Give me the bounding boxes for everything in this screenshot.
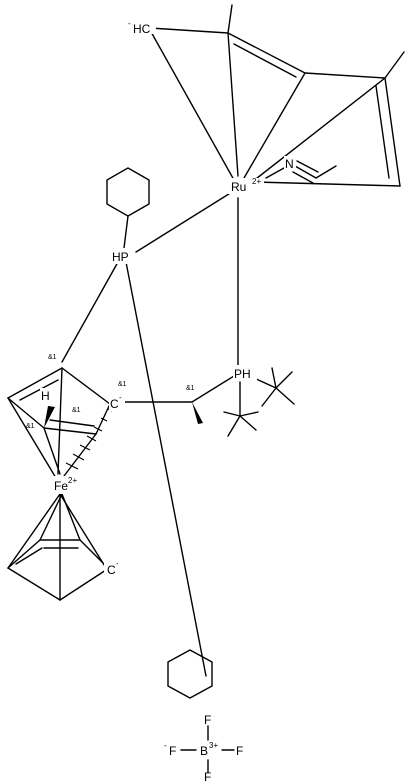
ru-label: Ru: [231, 180, 246, 194]
stereo-descriptors: &1 &1 &1 &1 &1: [26, 354, 195, 430]
f-bottom-label: F: [204, 770, 211, 784]
ru-charge: 2+: [252, 177, 261, 186]
p-cyclohexyl-bond: [125, 261, 207, 677]
c-upper-charge: -: [119, 393, 122, 402]
p-tbu-label: PH: [234, 367, 251, 381]
cyclohexyl-lower: [167, 649, 213, 699]
stereo-label: &1: [118, 381, 127, 388]
methyl-wedge-bond: [192, 402, 203, 424]
chain-p-bond: [191, 375, 235, 403]
f-left-label: F: [169, 744, 176, 758]
c-lower-label: C: [107, 563, 116, 577]
tetrafluoroborate-bonds: [180, 725, 235, 773]
ru-coordination-bonds: [149, 29, 386, 183]
lower-cyclopentadienyl: [7, 539, 107, 601]
stereo-label: &1: [26, 423, 35, 430]
lower-cp-iron-bonds: [7, 493, 107, 601]
stereo-label: &1: [72, 407, 81, 414]
c-upper-label: C: [110, 397, 119, 411]
p-cp-bond: [61, 261, 119, 363]
f-right-label: F: [236, 744, 243, 758]
stereo-label: &1: [186, 385, 195, 392]
ch-charge: -: [128, 19, 131, 28]
hashed-cp-iron-bond: [65, 408, 113, 470]
n-label: N: [285, 157, 294, 171]
f-top-label: F: [204, 713, 211, 727]
diene-ligand: [149, 4, 405, 187]
acetonitrile-ligand: [265, 160, 337, 184]
ru-p-bond-upper: [135, 191, 233, 253]
fe-charge: 2+: [68, 476, 77, 485]
b-label: B: [200, 744, 208, 758]
f-left-charge: -: [164, 741, 167, 750]
cyclohexyl-upper: [106, 167, 150, 249]
atom-labels: - HC Ru 2+ N HP PH C - H Fe 2+ C - F - F…: [40, 18, 296, 784]
h-wedge-bond: [44, 406, 55, 428]
tert-butyl-lower: [223, 381, 259, 437]
p-upper-label: HP: [112, 250, 129, 264]
h-label: H: [41, 389, 50, 403]
stereo-label: &1: [48, 354, 57, 361]
tert-butyl-upper: [253, 367, 295, 407]
c-lower-charge: -: [116, 559, 119, 568]
ch-label: HC: [133, 22, 151, 36]
b-charge: 3+: [209, 741, 218, 750]
upper-cp-iron-bonds: [7, 367, 97, 479]
fe-label: Fe: [54, 479, 68, 493]
